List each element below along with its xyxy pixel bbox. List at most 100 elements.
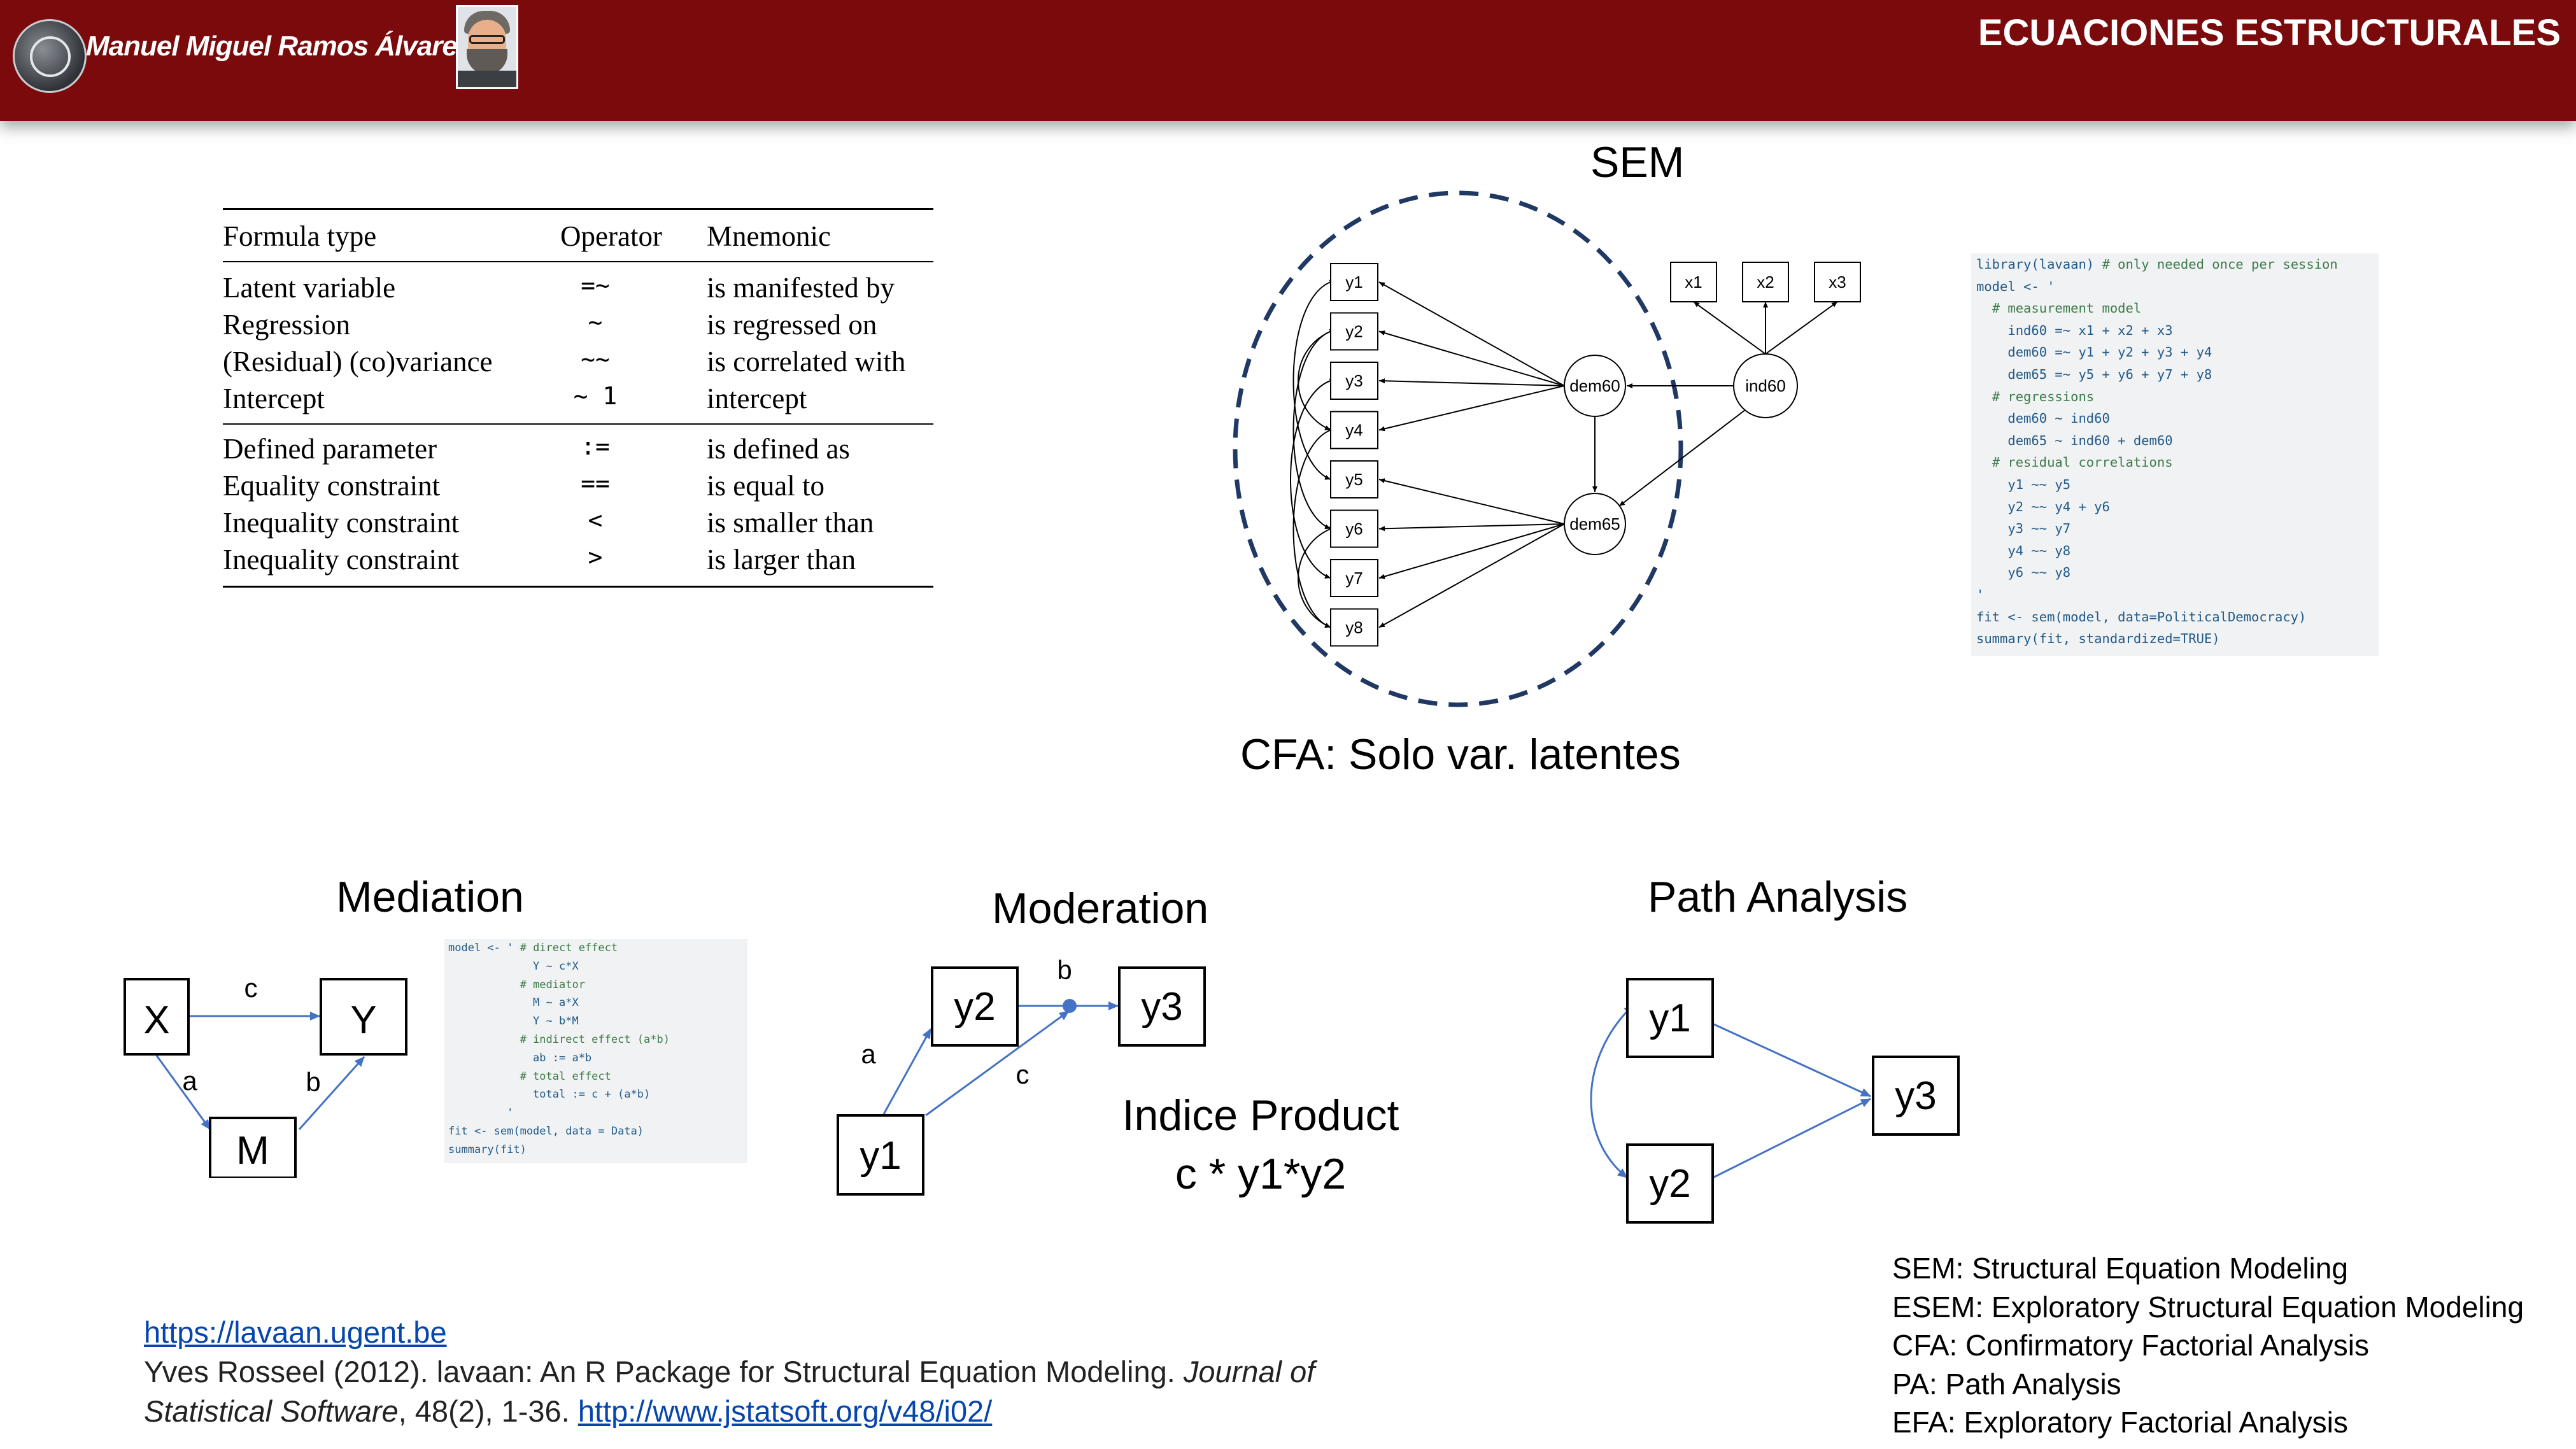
indicator-label: y3 bbox=[1345, 371, 1362, 390]
code-line: y2 ~~ y4 + y6 bbox=[1976, 498, 2110, 514]
header-formula-type: Formula type bbox=[223, 220, 377, 252]
table-row: Equality constraint == is equal to bbox=[223, 469, 824, 502]
loading-arrow bbox=[1378, 281, 1565, 386]
loading-arrow bbox=[1378, 523, 1565, 628]
path-c-label: c bbox=[244, 973, 258, 1003]
glossary-item: PA: Path Analysis bbox=[1892, 1367, 2121, 1401]
latent-label: ind60 bbox=[1745, 376, 1786, 395]
university-logo bbox=[13, 19, 87, 93]
cfa-caption: CFA: Solo var. latentes bbox=[1240, 730, 1681, 779]
table-row: Inequality constraint > is larger than bbox=[223, 543, 856, 576]
mediation-title: Mediation bbox=[336, 873, 524, 921]
indicator-box bbox=[1814, 262, 1861, 302]
path-c-label: c bbox=[1016, 1059, 1030, 1089]
path-b-label: b bbox=[1057, 955, 1072, 985]
loading-arrow bbox=[1693, 301, 1766, 355]
code-line: fit <- sem(model, data=PoliticalDemocrac… bbox=[1976, 609, 2307, 625]
table-row: Inequality constraint < is smaller than bbox=[223, 506, 874, 539]
covariance-curve bbox=[1292, 329, 1336, 530]
header-bar: Manuel Miguel Ramos Álvarez-1 ECUACIONES… bbox=[0, 0, 2576, 121]
code-line: dem60 =~ y1 + y2 + y3 + y4 bbox=[1976, 344, 2212, 360]
code-line: total := c + (a*b) bbox=[448, 1088, 651, 1101]
indicator-label: x2 bbox=[1757, 272, 1774, 292]
code-line: dem60 ~ ind60 bbox=[1976, 411, 2110, 427]
code-line: summary(fit, standardized=TRUE) bbox=[1976, 631, 2220, 647]
table-row: Regression ~ is regressed on bbox=[223, 308, 877, 341]
code-line: dem65 ~ ind60 + dem60 bbox=[1976, 432, 2173, 448]
loading-arrow bbox=[1378, 330, 1565, 386]
citation-journal-a: Journal of bbox=[1183, 1355, 1315, 1389]
code-line: y1 ~~ y5 bbox=[1976, 476, 2071, 492]
citation-journal-b: Statistical Software bbox=[144, 1394, 399, 1428]
node-y3-label: y3 bbox=[1141, 985, 1182, 1029]
latent-label: dem65 bbox=[1569, 514, 1620, 534]
code-line: y4 ~~ y8 bbox=[1976, 542, 2071, 558]
indicator-box bbox=[1330, 362, 1378, 400]
code-line: # mediator bbox=[520, 978, 585, 991]
code-line: # total effect bbox=[520, 1070, 611, 1083]
indicator-box bbox=[1330, 411, 1378, 449]
node-y-label: Y bbox=[350, 998, 376, 1042]
lavaan-sem-code: library(lavaan) # only needed once per s… bbox=[1971, 253, 2379, 656]
node-m-label: M bbox=[236, 1129, 269, 1173]
node-y2 bbox=[931, 966, 1019, 1047]
node-y3 bbox=[1118, 966, 1206, 1047]
glossary-item: ESEM: Exploratory Structural Equation Mo… bbox=[1892, 1290, 2524, 1324]
author-name: Manuel Miguel Ramos Álvarez-1 bbox=[86, 31, 495, 62]
indicator-label: y6 bbox=[1345, 520, 1362, 539]
jstatsoft-link[interactable]: http://www.jstatsoft.org/v48/i02/ bbox=[577, 1394, 993, 1428]
references: https://lavaan.ugent.be Yves Rosseel (20… bbox=[144, 1313, 1315, 1431]
mediation-code: model <- ' # direct effect Y ~ c*X # med… bbox=[444, 939, 747, 1163]
indicator-box bbox=[1742, 262, 1789, 302]
node-y1-label: y1 bbox=[1649, 996, 1690, 1040]
code-line: # residual correlations bbox=[1992, 455, 2173, 470]
node-y3-label: y3 bbox=[1895, 1074, 1936, 1118]
node-x bbox=[124, 978, 190, 1056]
citation-volume: , 48(2), 1-36. bbox=[398, 1394, 578, 1428]
product-index-line2: c * y1*y2 bbox=[1175, 1150, 1347, 1198]
lavaan-website-link[interactable]: https://lavaan.ugent.be bbox=[144, 1315, 447, 1349]
table-row: Defined parameter := is defined as bbox=[223, 432, 850, 465]
code-line: ab := a*b bbox=[448, 1051, 592, 1064]
indicator-box bbox=[1330, 460, 1378, 498]
node-y2 bbox=[1626, 1143, 1714, 1224]
code-line: Y ~ b*M bbox=[448, 1015, 579, 1028]
code-line: y3 ~~ y7 bbox=[1976, 521, 2071, 537]
loading-arrow bbox=[1378, 385, 1565, 432]
node-y1 bbox=[1626, 978, 1714, 1058]
latent-node bbox=[1564, 493, 1626, 555]
author-avatar bbox=[456, 5, 518, 89]
loading-arrow bbox=[1378, 523, 1565, 579]
code-line: # indirect effect (a*b) bbox=[520, 1033, 670, 1046]
path-a-label: a bbox=[861, 1039, 876, 1069]
indicator-box bbox=[1330, 608, 1378, 647]
code-line: ' bbox=[448, 1106, 514, 1120]
code-line: y6 ~~ y8 bbox=[1976, 565, 2071, 581]
indicator-label: y5 bbox=[1345, 470, 1362, 489]
header-operator: Operator bbox=[560, 220, 662, 252]
acronym-glossary: SEM: Structural Equation Modeling ESEM: … bbox=[1892, 1249, 2524, 1442]
covariance-curve bbox=[1298, 329, 1336, 431]
code-line: summary(fit) bbox=[448, 1143, 527, 1156]
code-line: library(lavaan) # only needed once per s… bbox=[1976, 257, 2338, 272]
code-line: # regressions bbox=[1992, 388, 2095, 404]
path-b-label: b bbox=[306, 1067, 320, 1097]
loading-arrow bbox=[1765, 301, 1838, 355]
loading-arrow bbox=[1378, 378, 1565, 386]
indicator-label: y2 bbox=[1345, 322, 1362, 341]
header-mnemonic: Mnemonic bbox=[707, 220, 831, 252]
moderation-diagram: y2 y3 y1 b a c bbox=[837, 955, 1206, 1196]
moderation-title: Moderation bbox=[992, 884, 1209, 933]
node-y3 bbox=[1872, 1056, 1960, 1136]
glossary-item: EFA: Exploratory Factorial Analysis bbox=[1892, 1406, 2348, 1439]
table-row: Intercept ~ 1 intercept bbox=[223, 382, 807, 414]
code-line: M ~ a*X bbox=[448, 996, 579, 1010]
product-index-line1: Indice Product bbox=[1122, 1091, 1399, 1140]
node-y2-label: y2 bbox=[954, 985, 995, 1029]
code-line: dem65 =~ y5 + y6 + y7 + y8 bbox=[1976, 366, 2212, 382]
indicator-box bbox=[1330, 312, 1378, 351]
code-line: model <- ' # direct effect bbox=[448, 942, 618, 954]
sem-title: SEM bbox=[1590, 138, 1685, 187]
latent-label: dem60 bbox=[1569, 376, 1620, 395]
